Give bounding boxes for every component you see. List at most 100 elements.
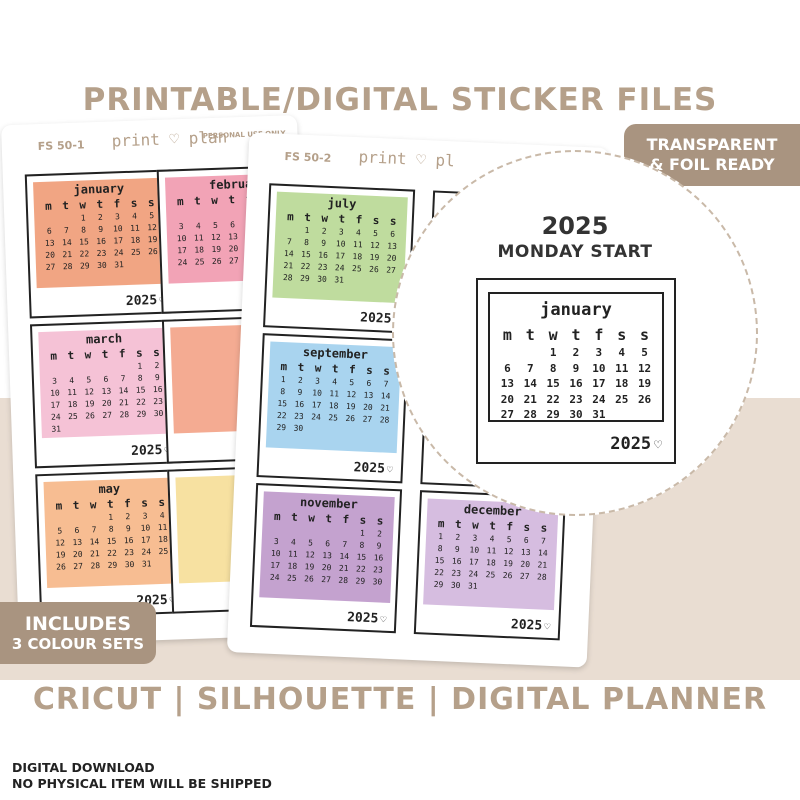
day-cell: 8 bbox=[81, 225, 87, 235]
day-cell: 11 bbox=[287, 549, 298, 559]
weekday-letter: t bbox=[62, 199, 70, 213]
day-cell: 23 bbox=[317, 262, 328, 272]
day-cell: 7 bbox=[342, 539, 348, 550]
day-cell: 9 bbox=[454, 544, 460, 554]
day-cell: 17 bbox=[335, 251, 346, 261]
day-cell: 18 bbox=[328, 401, 339, 411]
day-cell: 26 bbox=[85, 411, 96, 421]
weekday-letter: t bbox=[228, 193, 236, 207]
year-text: 2025 bbox=[130, 442, 163, 459]
weekday-letter: s bbox=[376, 514, 384, 528]
day-cell: 17 bbox=[113, 236, 124, 246]
day-cell: 14 bbox=[89, 537, 100, 547]
day-cell: 30 bbox=[293, 423, 304, 434]
day-cell: 22 bbox=[276, 410, 287, 421]
badge-line-2: & FOIL READY bbox=[649, 155, 775, 174]
day-cell: 18 bbox=[67, 399, 78, 410]
day-cell: 27 bbox=[362, 414, 373, 425]
day-cell: 31 bbox=[592, 408, 606, 421]
day-cell: 10 bbox=[335, 239, 346, 249]
day-cell: 10 bbox=[592, 361, 606, 375]
year-text: 2025 bbox=[125, 292, 158, 310]
day-cell: 4 bbox=[332, 377, 338, 387]
day-cell: 12 bbox=[346, 389, 357, 400]
disclaimer: DIGITAL DOWNLOAD NO PHYSICAL ITEM WILL B… bbox=[12, 760, 272, 792]
day-cell: 7 bbox=[383, 379, 389, 389]
day-cell: 22 bbox=[355, 564, 366, 574]
day-cell: 5 bbox=[641, 346, 648, 359]
day-cell: 31 bbox=[141, 559, 152, 569]
day-cell: 15 bbox=[135, 385, 146, 395]
day-cell: 4 bbox=[131, 211, 138, 221]
day-cell: 26 bbox=[502, 570, 513, 581]
day-cell: 2 bbox=[321, 226, 327, 236]
day-cell: 1 bbox=[359, 528, 366, 538]
day-cell: 9 bbox=[376, 541, 382, 551]
day-cell: 26 bbox=[345, 413, 356, 424]
day-cell: 29 bbox=[299, 273, 310, 284]
heart-icon: ♡ bbox=[543, 621, 551, 633]
day-cell bbox=[281, 225, 299, 238]
day-cell: 24 bbox=[334, 263, 345, 273]
day-cell: 12 bbox=[84, 387, 95, 397]
day-cell: 25 bbox=[328, 413, 339, 423]
day-cell: 2 bbox=[125, 512, 131, 522]
day-cell: 26 bbox=[56, 562, 67, 572]
day-cell: 4 bbox=[69, 375, 75, 386]
day-cell: 3 bbox=[338, 227, 344, 237]
day-cell: 18 bbox=[615, 377, 629, 390]
day-cell: 8 bbox=[437, 544, 443, 554]
weekday-letter: w bbox=[84, 348, 92, 362]
weekday-letter: w bbox=[89, 498, 97, 512]
weekday-letter: w bbox=[79, 198, 87, 212]
day-cell: 7 bbox=[286, 237, 292, 247]
day-cell: 27 bbox=[45, 262, 56, 272]
weekday-letter: t bbox=[488, 519, 497, 533]
weekday-letter: s bbox=[523, 520, 531, 535]
day-cell bbox=[97, 363, 115, 376]
day-cell: 18 bbox=[130, 235, 141, 245]
day-cell: 2 bbox=[376, 529, 383, 539]
day-cell: 7 bbox=[540, 536, 546, 546]
day-cell: 15 bbox=[106, 536, 117, 546]
day-cell: 10 bbox=[140, 523, 151, 533]
weekday-letter: m bbox=[286, 210, 295, 224]
day-cell: 20 bbox=[321, 562, 332, 573]
day-cell: 28 bbox=[119, 410, 130, 420]
day-cell: 23 bbox=[96, 248, 107, 259]
year-text: 2025 bbox=[359, 310, 392, 327]
day-cell: 30 bbox=[372, 577, 383, 587]
day-cell: 10 bbox=[312, 388, 323, 398]
day-cell: 3 bbox=[114, 212, 120, 222]
day-cell: 29 bbox=[79, 261, 90, 271]
day-cell: 17 bbox=[468, 557, 479, 567]
day-cell: 9 bbox=[125, 524, 131, 534]
day-cell: 31 bbox=[334, 275, 345, 285]
day-cell: 4 bbox=[195, 221, 201, 231]
day-cell: 26 bbox=[368, 264, 379, 275]
year-label: 2025♡ bbox=[353, 460, 393, 477]
day-cell: 9 bbox=[98, 224, 104, 234]
day-cell: 29 bbox=[433, 579, 444, 590]
day-cell: 17 bbox=[50, 400, 61, 410]
day-cell: 3 bbox=[51, 376, 58, 386]
day-cell: 10 bbox=[112, 224, 123, 234]
day-cell: 16 bbox=[294, 399, 305, 410]
day-cell: 28 bbox=[536, 572, 547, 582]
weekday-letter: t bbox=[331, 362, 339, 376]
day-cell: 20 bbox=[72, 549, 83, 560]
day-cell: 17 bbox=[311, 400, 322, 410]
day-cell bbox=[57, 214, 75, 227]
day-cell bbox=[302, 526, 320, 539]
day-cell bbox=[80, 363, 98, 376]
weekday-letter: t bbox=[67, 348, 75, 363]
disclaimer-line-2: NO PHYSICAL ITEM WILL BE SHIPPED bbox=[12, 776, 272, 791]
day-cell: 20 bbox=[362, 402, 373, 413]
